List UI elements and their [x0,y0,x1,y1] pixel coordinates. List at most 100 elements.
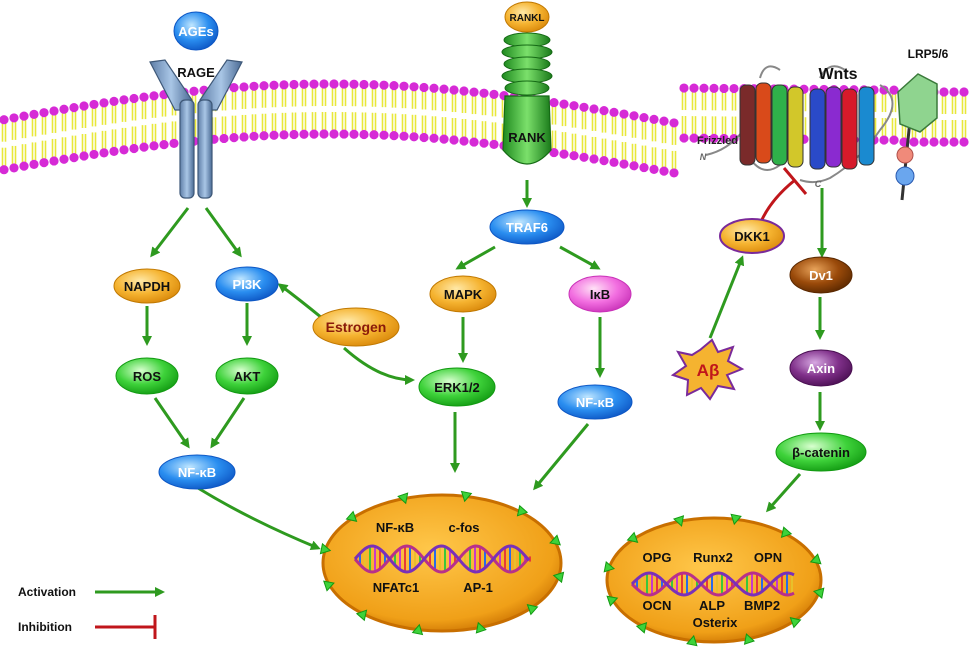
abeta-label: Aβ [697,361,720,380]
erk-label: ERK1/2 [434,380,480,395]
nucleus-right-gene-2: Runx2 [693,550,733,565]
node-nfkb-left [158,454,236,490]
nucleus-left [319,490,565,636]
axin-label: Axin [807,361,835,376]
lipid [479,88,489,148]
node-traf6 [489,209,565,245]
lrp-coreceptor [895,73,938,201]
nuclear-pore [549,534,561,546]
dna-strand [630,571,795,597]
rank-receptor [501,32,553,165]
nuclear-pore [516,504,529,517]
lipid [619,109,629,169]
frizzled-label: Frizzled [697,135,738,147]
traf6-label: TRAF6 [506,220,548,235]
nuclear-pore [323,580,335,592]
nfkb-left-label: NF-κB [178,465,216,480]
ages-label: AGEs [178,24,213,39]
lipid [569,101,579,161]
lipid [959,87,969,147]
node-ros [115,357,179,395]
lipid [489,89,499,149]
node-axin [789,349,853,387]
lipid [449,85,459,145]
mapk-label: MAPK [444,287,483,302]
lipid [719,83,729,144]
lipid [249,81,259,141]
nucleus-right-gene-4: OCN [643,598,672,613]
lipid [699,83,709,143]
lipid [129,93,139,154]
nfkb-mid-label: NF-κB [576,395,614,410]
lipid [709,83,719,143]
akt-label: AKT [234,369,261,384]
nuclear-pore [411,623,424,636]
lipid [549,97,559,158]
lipid [89,99,99,160]
frizzled-n-terminus: N [700,152,707,162]
rankl-label: RANKL [510,13,545,24]
nuclear-pore [812,587,825,599]
node-dkk1 [719,218,785,254]
lipid [659,116,669,176]
lipid [49,106,59,166]
lipid [599,106,609,166]
lipid [139,92,149,152]
node-nfkb-mid [557,384,633,420]
lipid [369,80,379,140]
napdh-label: NAPDH [124,279,170,294]
lipid [429,83,439,143]
nucleus-left-gene-1: NF-κB [376,520,414,535]
lipid [319,79,329,139]
dv1-label: Dv1 [809,268,833,283]
node-napdh [113,268,181,304]
lipid [229,83,239,143]
lipid [459,86,469,146]
nucleus-right [603,513,825,647]
lipid [689,83,699,143]
lipid [609,107,619,167]
nucleus-right-gene-7: Osterix [693,615,739,630]
nuclear-pore [686,634,698,647]
lipid [379,80,389,140]
lipid [159,89,169,150]
dna-strand [630,571,795,597]
lipid [439,84,449,144]
ros-label: ROS [133,369,162,384]
lipid [879,85,889,145]
lipid [589,104,599,164]
lipid [29,109,39,170]
lipid [299,79,309,139]
lipid [579,102,589,162]
frizzled-c-terminus: C [815,179,822,189]
nucleus-right-gene-5: ALP [699,598,725,613]
activation-arrows [95,180,827,597]
nucleus-left-gene-4: AP-1 [463,580,493,595]
lipid [469,87,479,147]
nucleus-right-gene-6: BMP2 [744,598,780,613]
nuclear-pore [460,490,473,503]
wnts-label: Wnts [818,66,857,83]
nuclear-pore [526,604,539,616]
ikb-label: IκB [590,287,610,302]
lipid [949,87,959,147]
node-bcatenin [775,432,867,472]
nuclear-pore [809,553,822,565]
node-estrogen [312,307,400,347]
lipid [19,111,29,171]
rage-label: RAGE [177,65,215,80]
nuclear-pore [635,621,648,634]
nuclear-pore [319,542,332,555]
nuclear-pore [626,531,639,543]
lipid [339,79,349,139]
lipid [79,101,89,161]
lipid [389,81,399,141]
lipid [99,98,109,158]
lipid [649,114,659,174]
lipid [629,111,639,171]
node-abeta [670,338,745,401]
lipid [259,81,269,141]
node-mapk [429,275,497,313]
lipid [729,83,739,144]
